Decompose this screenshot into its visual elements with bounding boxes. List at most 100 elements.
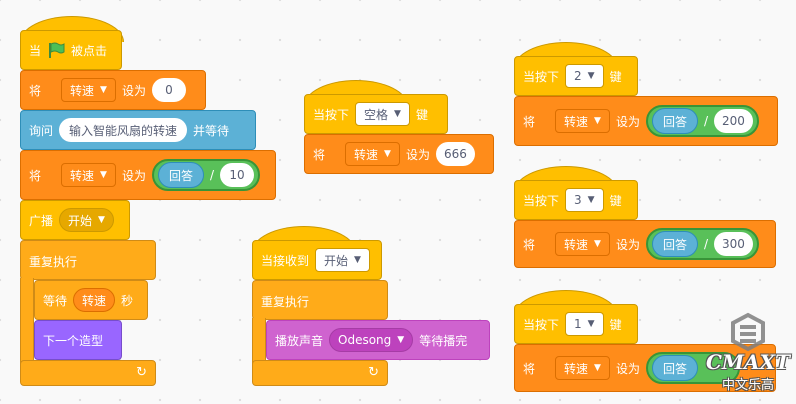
set-label: 将 — [29, 83, 42, 98]
set-variable-block[interactable]: 将 转速▼ 设为 0 — [20, 70, 206, 110]
chevron-down-icon: ▼ — [397, 335, 405, 345]
chevron-down-icon: ▼ — [587, 319, 595, 329]
set-label: 将 — [523, 237, 536, 252]
set-variable-block[interactable]: 将 转速▼ 设为 回答 / 10 — [20, 150, 276, 200]
play-suffix: 等待播完 — [419, 333, 468, 348]
set-variable-block[interactable]: 将 转速▼ 设为 回答 / 200 — [514, 96, 778, 146]
divide-symbol: / — [703, 237, 709, 251]
set-to-label: 设为 — [121, 168, 146, 183]
when-key-pressed-block[interactable]: 当按下 3▼ 键 — [514, 180, 638, 220]
divide-symbol: / — [703, 114, 709, 128]
set-variable-block[interactable]: 将 转速▼ 设为 回答 / 300 — [514, 220, 776, 268]
hat-suffix: 键 — [609, 69, 622, 84]
key-dropdown[interactable]: 3▼ — [565, 188, 604, 212]
forever-bottom: ↻ — [252, 360, 388, 386]
variable-dropdown[interactable]: 转速▼ — [555, 109, 610, 133]
chevron-down-icon: ▼ — [587, 71, 595, 81]
hat-suffix: 键 — [415, 107, 428, 122]
broadcast-label: 广播 — [29, 213, 54, 228]
value-input[interactable]: 0 — [151, 78, 186, 102]
loop-arrow-icon: ↻ — [368, 365, 379, 380]
hat-prefix: 当按下 — [313, 107, 350, 122]
watermark-text: CMAXT — [706, 350, 790, 374]
variable-dropdown[interactable]: 转速▼ — [555, 232, 610, 256]
forever-bottom: ↻ — [20, 360, 156, 386]
divide-operator[interactable]: 回答 / 200 — [645, 105, 759, 137]
wait-block[interactable]: 等待 转速 秒 — [34, 280, 148, 320]
divisor-input[interactable]: 200 — [714, 109, 753, 133]
answer-reporter[interactable]: 回答 — [157, 162, 204, 188]
key-dropdown[interactable]: 2▼ — [565, 64, 604, 88]
next-costume-label: 下一个造型 — [43, 333, 104, 348]
variable-name: 转速 — [564, 361, 589, 376]
forever-block[interactable]: 重复执行 — [20, 240, 156, 280]
wait-suffix: 秒 — [121, 293, 134, 308]
sound-dropdown[interactable]: Odesong ▼ — [329, 328, 414, 352]
speed-reporter[interactable]: 转速 — [73, 288, 116, 312]
watermark-logo-icon — [731, 312, 765, 352]
chevron-down-icon: ▼ — [98, 215, 105, 225]
loop-arrow-icon: ↻ — [136, 365, 147, 380]
divide-operator[interactable]: 回答 — [645, 352, 740, 384]
answer-reporter[interactable]: 回答 — [651, 231, 698, 257]
when-flag-clicked-block[interactable]: 当 被点击 — [20, 30, 122, 70]
answer-reporter[interactable]: 回答 — [651, 108, 698, 134]
key-name: 2 — [574, 69, 582, 83]
forever-block[interactable]: 重复执行 — [252, 280, 388, 320]
variable-dropdown[interactable]: 转速▼ — [61, 163, 116, 187]
key-dropdown[interactable]: 1▼ — [565, 312, 604, 336]
variable-name: 转速 — [70, 168, 95, 183]
sound-name: Odesong — [338, 333, 392, 347]
hat-suffix: 被点击 — [71, 43, 108, 58]
chevron-down-icon: ▼ — [594, 363, 601, 373]
divisor-input[interactable]: 300 — [714, 232, 753, 256]
set-to-label: 设为 — [615, 237, 640, 252]
set-variable-block[interactable]: 将 转速▼ 设为 666 — [304, 134, 494, 174]
ask-and-wait-block[interactable]: 询问 输入智能风扇的转速 并等待 — [20, 110, 256, 150]
chevron-down-icon: ▼ — [354, 255, 361, 265]
key-name: 3 — [574, 193, 582, 207]
when-key-pressed-block[interactable]: 当按下 2▼ 键 — [514, 56, 638, 96]
next-costume-block[interactable]: 下一个造型 — [34, 320, 122, 360]
key-name: 1 — [574, 317, 582, 331]
chevron-down-icon: ▼ — [594, 239, 601, 249]
variable-dropdown[interactable]: 转速 ▼ — [555, 356, 610, 380]
forever-label: 重复执行 — [29, 255, 78, 269]
message-name: 开始 — [324, 253, 349, 268]
when-receive-block[interactable]: 当接收到 开始 ▼ — [252, 240, 382, 280]
hat-suffix: 键 — [609, 317, 622, 332]
hat-prefix: 当按下 — [523, 193, 560, 208]
key-dropdown[interactable]: 空格 ▼ — [355, 102, 410, 126]
ask-label: 询问 — [29, 123, 54, 138]
set-variable-block[interactable]: 将 转速▼ 设为 回答 — [514, 344, 776, 392]
play-sound-until-done-block[interactable]: 播放声音 Odesong▼ 等待播完 — [266, 320, 490, 360]
message-dropdown[interactable]: 开始▼ — [59, 208, 114, 232]
key-name: 空格 — [364, 107, 389, 122]
answer-reporter[interactable]: 回答 — [651, 355, 698, 381]
question-input[interactable]: 输入智能风扇的转速 — [59, 118, 188, 142]
when-key-pressed-block[interactable]: 当按下 1▼ 键 — [514, 304, 638, 344]
divisor-input[interactable]: 10 — [220, 163, 255, 187]
divide-operator[interactable]: 回答 / 10 — [151, 159, 261, 191]
hat-prefix: 当 — [29, 43, 42, 58]
variable-name: 转速 — [354, 147, 379, 162]
set-label: 将 — [29, 168, 42, 183]
hat-prefix: 当按下 — [523, 69, 560, 84]
hat-prefix: 当按下 — [523, 317, 560, 332]
forever-arm — [252, 318, 266, 364]
chevron-down-icon: ▼ — [384, 149, 391, 159]
divide-operator[interactable]: 回答 / 300 — [645, 228, 759, 260]
variable-dropdown[interactable]: 转速 ▼ — [345, 142, 400, 166]
variable-name: 转速 — [70, 83, 95, 98]
forever-arm — [20, 278, 34, 364]
variable-dropdown[interactable]: 转速▼ — [61, 78, 116, 102]
hat-prefix: 当接收到 — [261, 253, 310, 268]
when-key-pressed-block[interactable]: 当按下 空格 ▼ 键 — [304, 94, 448, 134]
set-to-label: 设为 — [121, 83, 146, 98]
set-to-label: 设为 — [615, 114, 640, 129]
broadcast-block[interactable]: 广播 开始▼ — [20, 200, 130, 240]
message-dropdown[interactable]: 开始 ▼ — [315, 248, 370, 272]
chevron-down-icon: ▼ — [394, 109, 401, 119]
value-input[interactable]: 666 — [435, 142, 475, 166]
hat-suffix: 键 — [609, 193, 622, 208]
